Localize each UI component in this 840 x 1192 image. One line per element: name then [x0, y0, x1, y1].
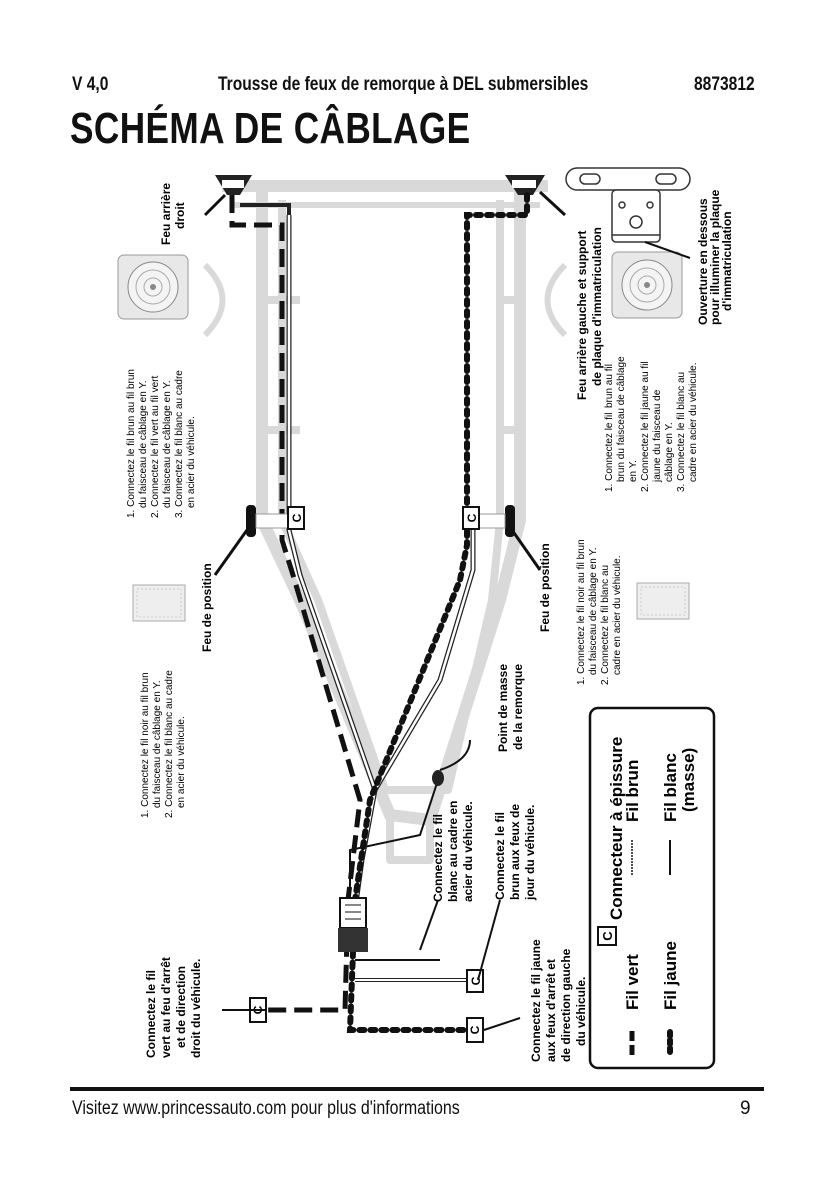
label-marker-light-right: Feu de position	[538, 543, 552, 632]
page-number: 9	[740, 1098, 751, 1119]
document-title: Trousse de feux de remorque à DEL submer…	[218, 74, 589, 95]
legend-green-label: Fil vert	[623, 954, 642, 1010]
label-connect-yellow: Connectez le fil jaune aux feux d'arrêt …	[529, 936, 588, 1062]
splice-connector: C	[462, 506, 480, 530]
legend-connector-icon: C	[597, 926, 617, 946]
page-title: SCHÉMA DE CÂBLAGE	[70, 104, 471, 153]
label-ground-point: Point de masse de la remorque	[496, 661, 525, 752]
wire-yellow	[346, 192, 530, 1033]
legend-brown-label: Fil brun	[623, 760, 642, 822]
license-plate-bracket-image	[565, 167, 691, 243]
plate-opening-pointer	[644, 241, 691, 259]
tail-light-image-left	[611, 251, 683, 319]
left-tail-light	[505, 175, 567, 217]
instructions-marker-right: 1. Connectez le fil noir au fil brun du …	[576, 537, 623, 685]
legend-white-label: Fil blanc (masse)	[661, 748, 698, 822]
label-connect-brown: Connectez le fil brun aux feux de jour d…	[493, 801, 537, 901]
svg-text:C: C	[290, 513, 304, 522]
svg-text:C: C	[469, 976, 483, 985]
splice-connector: C	[287, 506, 305, 530]
footer-rule	[70, 1087, 764, 1091]
instructions-left-tail: 1. Connectez le fil brun au fil brun du …	[604, 354, 699, 492]
label-connect-white: Connectez le fil blanc au cadre en acier…	[431, 797, 475, 902]
wire-green	[229, 195, 363, 1013]
svg-text:C: C	[465, 513, 479, 522]
footer-text: Visitez www.princessauto.com pour plus d…	[72, 1098, 460, 1119]
legend-yellow-label: Fil jaune	[661, 941, 680, 1010]
svg-text:C: C	[600, 931, 615, 941]
svg-text:C: C	[468, 1025, 482, 1034]
marker-light-image-left	[132, 584, 186, 622]
part-number: 8873812	[694, 74, 755, 95]
label-connect-green: Connectez le fil vert au feu d'arrêt et …	[144, 954, 203, 1058]
tail-light-image-right	[117, 254, 189, 320]
right-tail-light	[203, 175, 252, 217]
instructions-marker-left: 1. Connectez le fil noir au fil brun du …	[140, 667, 187, 818]
label-left-tail-light: Feu arrière gauche et support de plaque …	[575, 227, 604, 400]
leader-lines	[222, 899, 521, 1031]
splice-connector: C	[466, 1017, 484, 1043]
marker-light-left	[213, 505, 289, 576]
version-label: V 4,0	[72, 74, 109, 95]
trailer-plug-connector	[338, 897, 368, 952]
label-right-tail-light: Feu arrière droit	[159, 180, 187, 245]
marker-light-right	[474, 505, 542, 571]
legend: C Connecteur à épissure Fil vert Fil jau…	[588, 706, 716, 1070]
legend-connector-label: Connecteur à épissure	[607, 737, 626, 920]
label-marker-light-left: Feu de position	[200, 563, 214, 652]
label-plate-opening: Ouverture en dessous pour illuminer la p…	[696, 186, 734, 325]
ground-point	[432, 739, 471, 786]
marker-light-image-right	[636, 582, 690, 620]
instructions-right-tail: 1. Connectez le fil brun au fil brun du …	[126, 366, 197, 518]
